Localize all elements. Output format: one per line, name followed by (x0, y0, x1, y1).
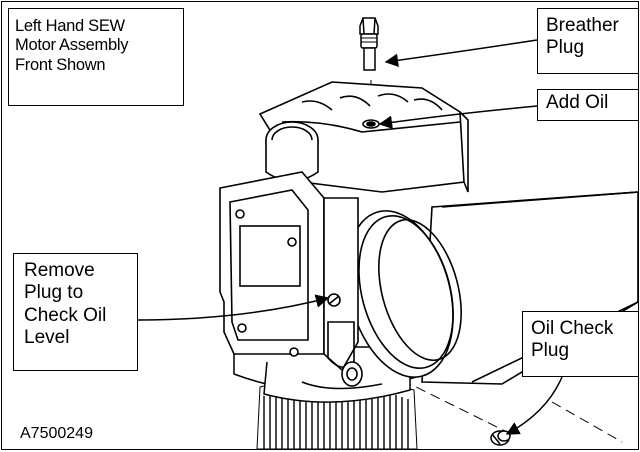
breather-leader (384, 39, 538, 68)
gearbox-base (233, 346, 417, 403)
remove-plug-callout: Remove Plug to Check Oil Level (13, 253, 138, 371)
breather-plug-part (359, 17, 379, 71)
remove-line-4: Level (24, 327, 70, 349)
figure-id: A7500249 (20, 425, 93, 442)
oil-check-centerline (401, 379, 508, 433)
oil-check-line-2: Plug (531, 340, 570, 362)
add-oil-line-1: Add Oil (546, 92, 609, 113)
remove-line-2: Plug to (24, 282, 84, 304)
add-oil-leader (378, 105, 538, 130)
title-line-2: Motor Assembly (15, 36, 129, 55)
remove-line-1: Remove (24, 260, 95, 281)
oil-check-leader (505, 376, 563, 435)
oil-check-line-1: Oil Check (531, 318, 614, 339)
title-line-3: Front Shown (15, 55, 106, 74)
add-oil-callout: Add Oil (537, 89, 639, 121)
remove-plug-leader (137, 294, 330, 321)
gearbox-housing (219, 81, 469, 387)
motor-cylinder (346, 191, 638, 385)
callout-leaders (137, 39, 563, 435)
oil-check-plug-callout: Oil Check Plug (522, 311, 639, 377)
title-line-1: Left Hand SEW (15, 17, 125, 35)
remove-line-3: Check Oil (24, 304, 107, 326)
title-box: Left Hand SEW Motor Assembly Front Shown (8, 8, 184, 106)
breather-line-2: Plug (546, 37, 585, 59)
breather-plug-callout: Breather Plug (537, 8, 639, 74)
breather-line-1: Breather (546, 15, 619, 36)
